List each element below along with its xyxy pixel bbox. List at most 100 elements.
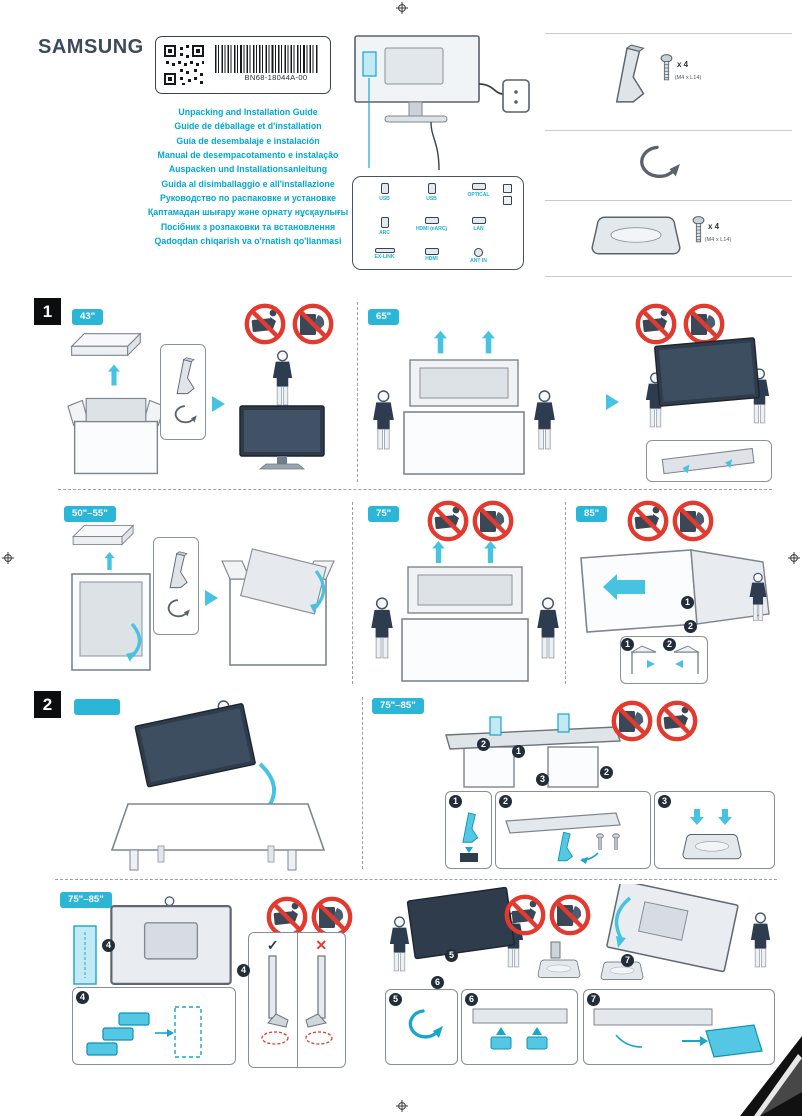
assembly-step-5-box: 5	[385, 989, 458, 1065]
corner-step-2: 2	[663, 638, 705, 680]
check-icon: ✓	[266, 937, 279, 953]
exlink-port-icon	[374, 247, 395, 253]
panel-separator	[352, 502, 353, 684]
badge-section2-left	[74, 699, 120, 715]
step-circle-1: 1	[512, 745, 525, 758]
product-label-box: BN68-18044A-00	[155, 36, 331, 94]
title-line: Посібник з розпаковки та встановлення	[160, 221, 336, 232]
stand-neck-highlight	[489, 716, 502, 736]
ports-panel: USB USB OPTICAL ARC HDMI (eARC) LAN EX-L…	[352, 176, 524, 270]
badge-75: 75"	[368, 506, 400, 522]
accessory-inset-50-55	[153, 537, 199, 635]
no-lift-prohibition-icon	[243, 302, 287, 346]
registration-mark-right	[788, 552, 800, 564]
antenna-port-icon	[474, 247, 483, 257]
barcode-icon	[215, 45, 319, 73]
port-usb: USB	[361, 183, 408, 202]
step-circle-3: 3	[658, 795, 671, 808]
tv-front	[239, 405, 325, 470]
tilt-upright-illustration	[600, 884, 771, 980]
step-circle-1: 1	[681, 596, 694, 609]
table-with-cloth	[110, 803, 326, 851]
assembly-step-6-box: 6	[461, 989, 578, 1065]
no-lift-prohibition-icon	[426, 499, 470, 543]
cable-holder-icon	[628, 142, 682, 188]
next-step-arrow-icon	[205, 590, 218, 606]
stand-neck-highlight	[557, 713, 570, 733]
person-figure	[389, 916, 410, 972]
tv-rear	[110, 904, 232, 986]
panel-separator	[362, 697, 363, 869]
badge-50-55: 50"–55"	[64, 506, 116, 522]
title-line: Qadoqdan chiqarish va o'rnatish qo'llanm…	[154, 236, 342, 247]
cover-slide-illustration	[593, 1008, 763, 1058]
person-figure	[750, 912, 771, 968]
badge-75-85-top: 75"–85"	[372, 698, 424, 714]
step-circle-7: 7	[621, 954, 634, 967]
badge-85: 85"	[576, 506, 608, 522]
next-step-arrow-icon	[606, 394, 619, 410]
accessory-inset-43	[160, 344, 206, 440]
up-arrow-icon	[108, 364, 120, 386]
step-circle-4: 4	[76, 991, 89, 1004]
accessory-divider	[545, 276, 792, 277]
service-port-icon	[503, 196, 512, 205]
assembly-step-1-box: 1	[445, 791, 492, 869]
unpack-illustration-43	[67, 333, 165, 475]
correct-column: ✓	[249, 933, 297, 1067]
cable-holder-step-illustration	[408, 1009, 443, 1039]
row-separator	[58, 489, 772, 490]
hand-pointer-icon	[682, 464, 690, 474]
person-figure	[370, 597, 394, 659]
one-connect-highlight	[362, 51, 377, 77]
step-circle-7: 7	[587, 993, 600, 1006]
title-line: Unpacking and Installation Guide	[178, 107, 318, 117]
up-arrow-icon	[482, 330, 495, 354]
corner-step-1: 1	[621, 638, 663, 680]
tv-side-incorrect-illustration	[305, 955, 333, 1045]
next-step-arrow-icon	[212, 396, 225, 412]
title-line: Guida al disimballaggio e all'installazi…	[161, 178, 335, 189]
grip-hint-illustration	[661, 447, 755, 475]
power-cable	[478, 83, 504, 95]
port-ant: ANT IN	[455, 247, 502, 264]
power-outlet-icon	[502, 79, 530, 113]
no-lift-prohibition-icon	[626, 499, 670, 543]
title-line: Guía de desembalaje e instalación	[176, 135, 320, 146]
samsung-logo: SAMSUNG	[38, 36, 144, 58]
tilt-box-illustration-50-55	[221, 548, 335, 666]
cable-holder-icon	[161, 597, 191, 623]
no-press-prohibition-icon	[610, 699, 654, 743]
arc-port-icon	[380, 217, 389, 228]
mount-on-stand-illustration	[389, 886, 581, 978]
step-circle-1: 1	[449, 795, 462, 808]
stand-attach-illustration	[73, 896, 232, 986]
stand-orientation-compare-box: ✓ ✕	[248, 932, 346, 1068]
qr-code-icon	[162, 43, 206, 87]
registration-mark-top	[396, 2, 408, 14]
port-lan: LAN	[455, 217, 502, 232]
no-press-prohibition-icon	[671, 499, 715, 543]
insert-neck-illustration	[459, 812, 478, 862]
screw-spec: (M4 x L14)	[674, 75, 702, 81]
port-optical: OPTICAL	[455, 183, 502, 198]
person-figure	[372, 390, 395, 450]
title-line: Руководство по распаковке и установке	[159, 193, 337, 204]
section2-marker: 2	[34, 691, 61, 718]
hdmi-port-icon	[424, 247, 439, 255]
lift-illustration-43	[239, 350, 325, 470]
unpack-illustration-85	[580, 549, 770, 633]
stack-columns-illustration	[86, 1006, 202, 1058]
assembly-step-4-box: 4	[72, 987, 236, 1065]
title-line: Manual de desempacotamento e instalação	[157, 150, 339, 161]
attach-base-illustration	[681, 809, 742, 860]
usb-port-icon	[380, 183, 389, 194]
usb-port-icon	[427, 183, 436, 194]
screw-neck-illustration	[505, 812, 621, 864]
screw-qty: x 4	[708, 222, 720, 231]
screw-qty: x 4	[677, 60, 689, 69]
stand-neck-icon	[602, 42, 650, 106]
stand-base	[537, 959, 581, 978]
place-on-table-illustration	[110, 700, 326, 871]
